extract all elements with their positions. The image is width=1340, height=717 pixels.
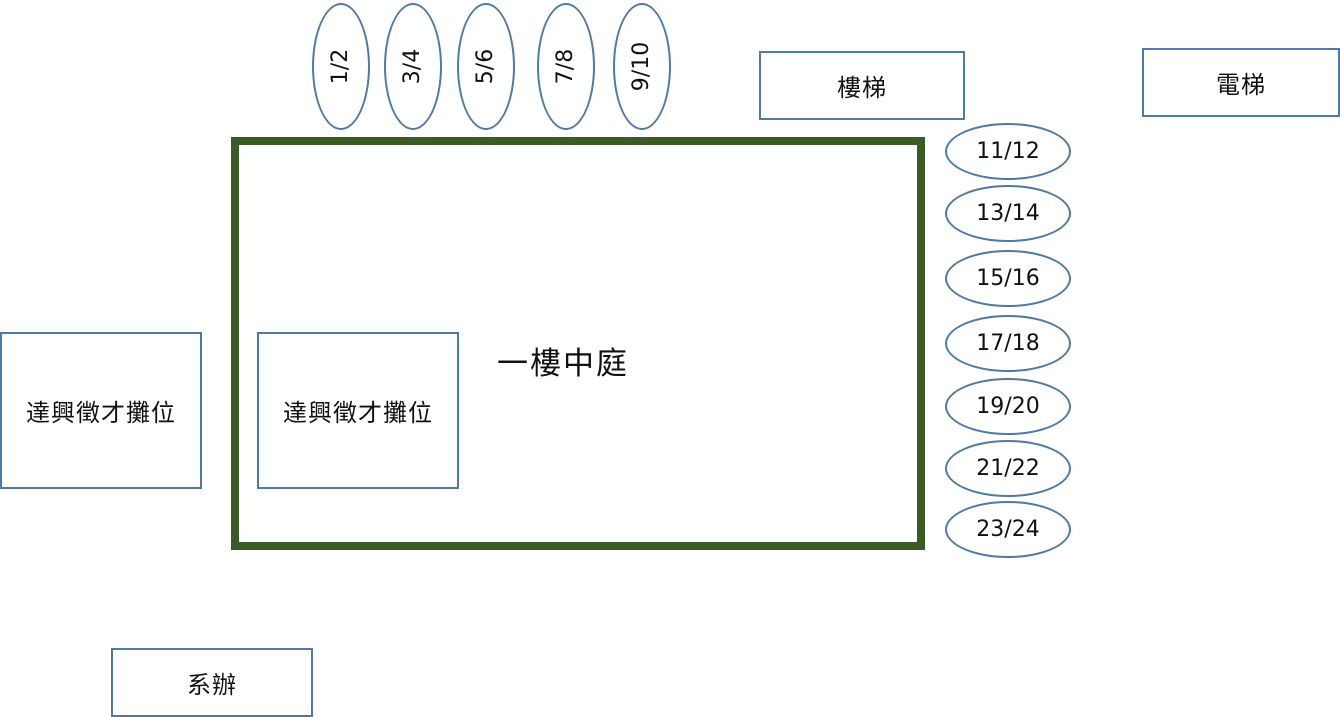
- table-label: 7/8: [553, 48, 579, 85]
- table-oval-1-2: 1/2: [312, 3, 370, 130]
- booth-inside-box: 達興徵才攤位: [257, 332, 459, 489]
- table-label: 1/2: [328, 48, 354, 85]
- table-oval-5-6: 5/6: [457, 3, 515, 130]
- stairs-box: 樓梯: [759, 51, 965, 120]
- table-label: 5/6: [473, 48, 499, 85]
- elevator-box: 電梯: [1142, 48, 1340, 117]
- table-oval-19-20: 19/20: [945, 378, 1071, 435]
- table-oval-7-8: 7/8: [537, 3, 595, 130]
- courtyard-label: 一樓中庭: [497, 346, 629, 382]
- table-oval-11-12: 11/12: [945, 123, 1071, 180]
- table-oval-9-10: 9/10: [613, 3, 671, 130]
- table-oval-3-4: 3/4: [384, 3, 442, 130]
- table-oval-13-14: 13/14: [945, 185, 1071, 242]
- table-oval-23-24: 23/24: [945, 501, 1071, 558]
- table-oval-21-22: 21/22: [945, 440, 1071, 497]
- department-office-box: 系辦: [111, 648, 313, 717]
- table-oval-17-18: 17/18: [945, 315, 1071, 372]
- table-label: 3/4: [400, 48, 426, 85]
- booth-outside-box: 達興徵才攤位: [0, 332, 202, 489]
- table-oval-15-16: 15/16: [945, 250, 1071, 307]
- table-label: 9/10: [629, 41, 655, 92]
- courtyard-frame: [231, 137, 925, 550]
